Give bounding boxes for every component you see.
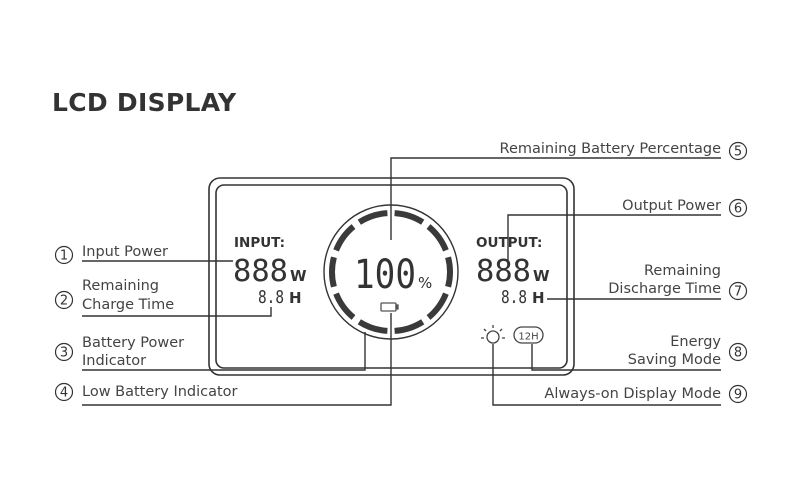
leader-6 [507, 214, 721, 260]
battery-ring-segment [357, 319, 388, 334]
callout-label: Remaining Battery Percentage [500, 141, 722, 157]
battery-ring-segment [333, 292, 356, 320]
sun-icon [481, 325, 505, 344]
callout-number: 2 [60, 294, 68, 309]
leader-lines [82, 157, 721, 406]
output-hour-unit: H [532, 289, 545, 307]
battery-ring-segment [445, 256, 453, 288]
callout-number: 8 [734, 346, 742, 361]
callout-number-badge [54, 290, 74, 310]
battery-ring-segment [357, 210, 388, 225]
callout-9: 9 Always-on Display Mode [544, 384, 748, 404]
battery-ring-segments [329, 210, 453, 334]
input-watts-digits: 888 [233, 254, 288, 289]
energy-saving-badge [513, 326, 544, 344]
input-hour-unit: H [289, 289, 302, 307]
callout-4: 4 Low Battery Indicator [54, 382, 238, 402]
callout-2: 2 Remaining Charge Time [54, 278, 174, 313]
callout-1: 1 Input Power [54, 244, 168, 265]
callout-number-badge [728, 384, 748, 404]
callout-label-line1: Remaining [82, 278, 159, 294]
leader-9 [492, 344, 721, 406]
callout-7: 7 Remaining Discharge Time [608, 263, 748, 301]
battery-ring-segment [394, 210, 425, 225]
callout-label: Input Power [82, 244, 168, 260]
callout-number: 3 [60, 346, 68, 361]
callout-label: Always-on Display Mode [544, 386, 721, 402]
callout-3: 3 Battery Power Indicator [54, 335, 184, 369]
input-label: INPUT: [234, 235, 285, 251]
leader-4 [82, 313, 392, 406]
leader-2 [82, 307, 272, 317]
input-hours-digits: 8.8 [258, 287, 284, 308]
callout-number: 7 [734, 285, 742, 300]
callout-number-badge [54, 382, 74, 402]
callout-label-line1: Energy [670, 334, 721, 350]
callout-number-badge [728, 141, 748, 161]
callout-label-line2: Saving Mode [628, 352, 721, 368]
callout-number: 6 [734, 202, 742, 217]
battery-ring-segment [426, 292, 449, 320]
output-hours-digits: 8.8 [501, 287, 527, 308]
input-watt-unit: W [290, 267, 307, 285]
battery-ring-segment [426, 224, 449, 252]
callout-labels: 1 Input Power 2 Remaining Charge Time 3 … [54, 141, 748, 404]
output-watt-unit: W [533, 267, 550, 285]
output-watts-digits: 888 [476, 254, 531, 289]
battery-percent-digits: 100 [354, 252, 416, 298]
leader-8 [531, 344, 721, 371]
callout-number: 5 [734, 145, 742, 160]
callout-number-badge [728, 281, 748, 301]
callout-6: 6 Output Power [622, 198, 748, 218]
callout-number-badge [728, 342, 748, 362]
energy-saving-badge-text: 12H [518, 332, 538, 343]
callout-number: 9 [734, 388, 742, 403]
callout-label-line2: Discharge Time [608, 281, 721, 297]
battery-ring-segment [329, 256, 337, 288]
callout-label-line2: Indicator [82, 353, 146, 369]
callout-number: 1 [60, 249, 68, 264]
callout-number-badge [728, 198, 748, 218]
leader-5 [390, 157, 721, 240]
callout-number: 4 [60, 386, 68, 401]
callout-label-line1: Battery Power [82, 335, 184, 351]
battery-ring-segment [333, 224, 356, 252]
page-title: LCD DISPLAY [52, 88, 237, 117]
leader-3 [82, 332, 366, 371]
callout-number-badge [54, 342, 74, 362]
callout-label: Low Battery Indicator [82, 384, 238, 400]
output-label: OUTPUT: [476, 235, 542, 251]
battery-ring-segment [394, 319, 425, 334]
callout-5: 5 Remaining Battery Percentage [500, 141, 748, 161]
callout-number-badge [54, 245, 74, 265]
callout-label-line2: Charge Time [82, 297, 174, 313]
callout-8: 8 Energy Saving Mode [628, 334, 748, 368]
low-battery-icon [380, 302, 399, 312]
percent-unit: % [418, 274, 432, 292]
callout-label-line1: Remaining [644, 263, 721, 279]
callout-label: Output Power [622, 198, 721, 214]
